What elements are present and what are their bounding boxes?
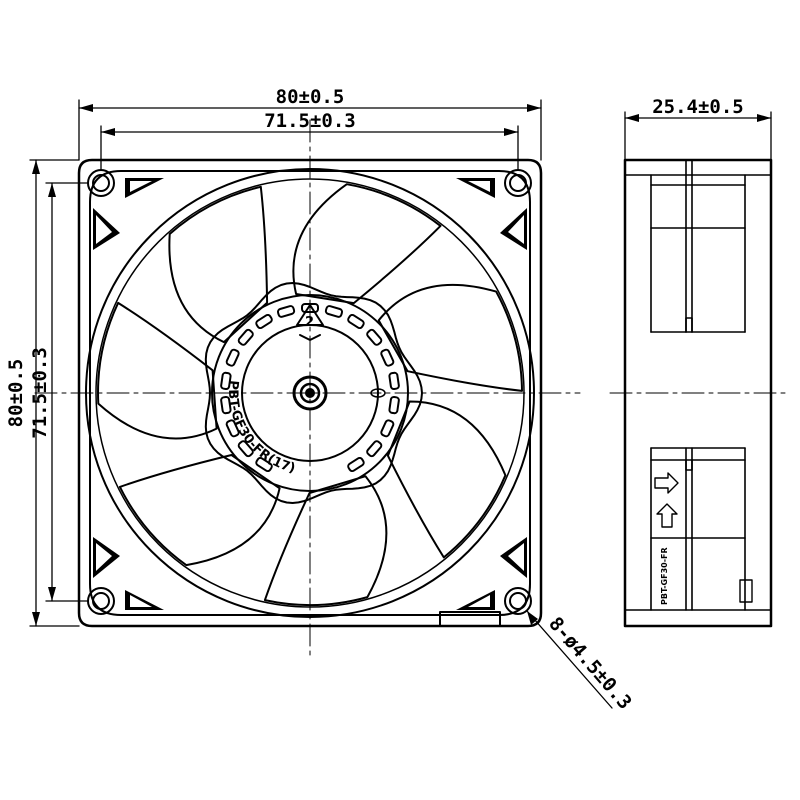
hub-slot (388, 371, 400, 390)
impeller-blade (263, 475, 388, 606)
hub-slot (225, 348, 240, 367)
impeller-blade (97, 301, 218, 440)
depth-dimension: 25.4±0.5 (652, 96, 744, 118)
outer-height-dimension: 80±0.5 (5, 359, 27, 428)
hub-slot (324, 305, 344, 318)
impeller-blades (97, 183, 523, 606)
corner-triangles-inner (96, 181, 524, 607)
impeller-blade (118, 454, 281, 567)
hub-balance-slots (220, 303, 400, 473)
impeller-blade (377, 283, 523, 392)
airflow-direction-icon (654, 472, 679, 494)
rotation-direction-icon (656, 503, 678, 528)
side-outline (623, 158, 773, 628)
hub-material-label: PBT-GF30-FR(17) (225, 379, 297, 476)
impeller-blade (386, 400, 507, 559)
hole-spacing-height-dimension: 71.5±0.3 (29, 347, 51, 439)
hub-slot (237, 440, 254, 458)
hub-slot (347, 456, 365, 473)
hub-slot (380, 419, 395, 438)
hub-slot (255, 456, 273, 473)
hub-slot (366, 328, 383, 346)
hub-slot (237, 328, 254, 346)
mounting-hole-top-right (504, 169, 532, 197)
side-view: PBT-GF30-FR (623, 158, 773, 628)
hole-spacing-width-dimension: 71.5±0.3 (264, 110, 356, 132)
cable-exit (739, 579, 753, 603)
hub-slot (220, 396, 232, 415)
frame-outer-outline (77, 158, 543, 628)
dimension-arrows (32, 104, 541, 626)
hub-slot (225, 419, 240, 438)
hub-slot (380, 348, 395, 367)
hub-slot (388, 396, 400, 415)
side-material-label: PBT-GF30-FR (660, 547, 669, 605)
dimension-lines (29, 99, 542, 627)
side-top-section (624, 159, 772, 333)
hub-slot (347, 313, 365, 330)
hub-slot (366, 440, 383, 458)
side-dimension-lines (624, 111, 772, 161)
mounting-hole-bottom-right (504, 587, 532, 615)
mounting-hole-leader (526, 610, 613, 709)
cable-exit-notch (439, 611, 501, 627)
svg-text:2: 2 (305, 315, 314, 330)
side-bottom-section: PBT-GF30-FR (624, 447, 772, 611)
mounting-hole-top-left (87, 169, 115, 197)
hub-slot (220, 371, 232, 390)
hub-slot (255, 313, 273, 330)
mounting-hole-dimension: 8-ø4.5±0.3 (544, 613, 636, 714)
outer-width-dimension: 80±0.5 (276, 86, 345, 108)
impeller-blade (292, 183, 442, 305)
centerlines (34, 119, 791, 661)
hub-slot (276, 305, 296, 318)
impeller-blade (168, 185, 269, 344)
